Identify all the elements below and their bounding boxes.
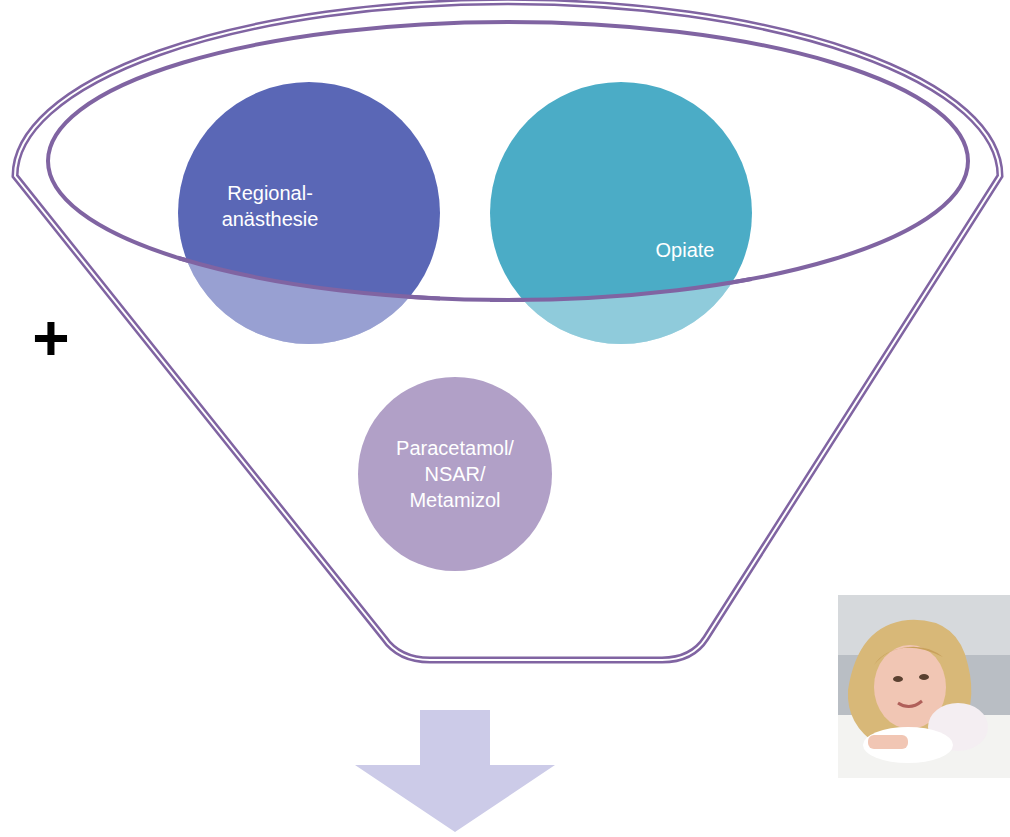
plus-sign: + — [32, 306, 69, 370]
circle-fill — [490, 82, 752, 344]
funnel-rim-segment — [178, 82, 440, 300]
circle-lower-tint — [490, 82, 752, 344]
circle-fill — [358, 377, 552, 571]
funnel-rim-segment — [490, 82, 752, 300]
down-arrow — [355, 710, 555, 832]
node-text: Opiate — [625, 237, 745, 263]
circle-shape — [490, 82, 752, 344]
circle-node: Opiate — [490, 82, 752, 344]
funnel-outline — [15, 2, 1000, 660]
circle-lower-tint — [178, 82, 440, 344]
circle-node: Paracetamol/ NSAR/ Metamizol — [358, 377, 552, 571]
node-text: Paracetamol/ NSAR/ Metamizol — [385, 435, 525, 513]
node-text: Regional- anästhesie — [205, 180, 335, 232]
circle-node: Regional- anästhesie — [178, 82, 440, 344]
child-photo — [838, 595, 1010, 778]
circle-fill — [178, 82, 440, 344]
funnel-outline-gap — [15, 2, 1000, 660]
